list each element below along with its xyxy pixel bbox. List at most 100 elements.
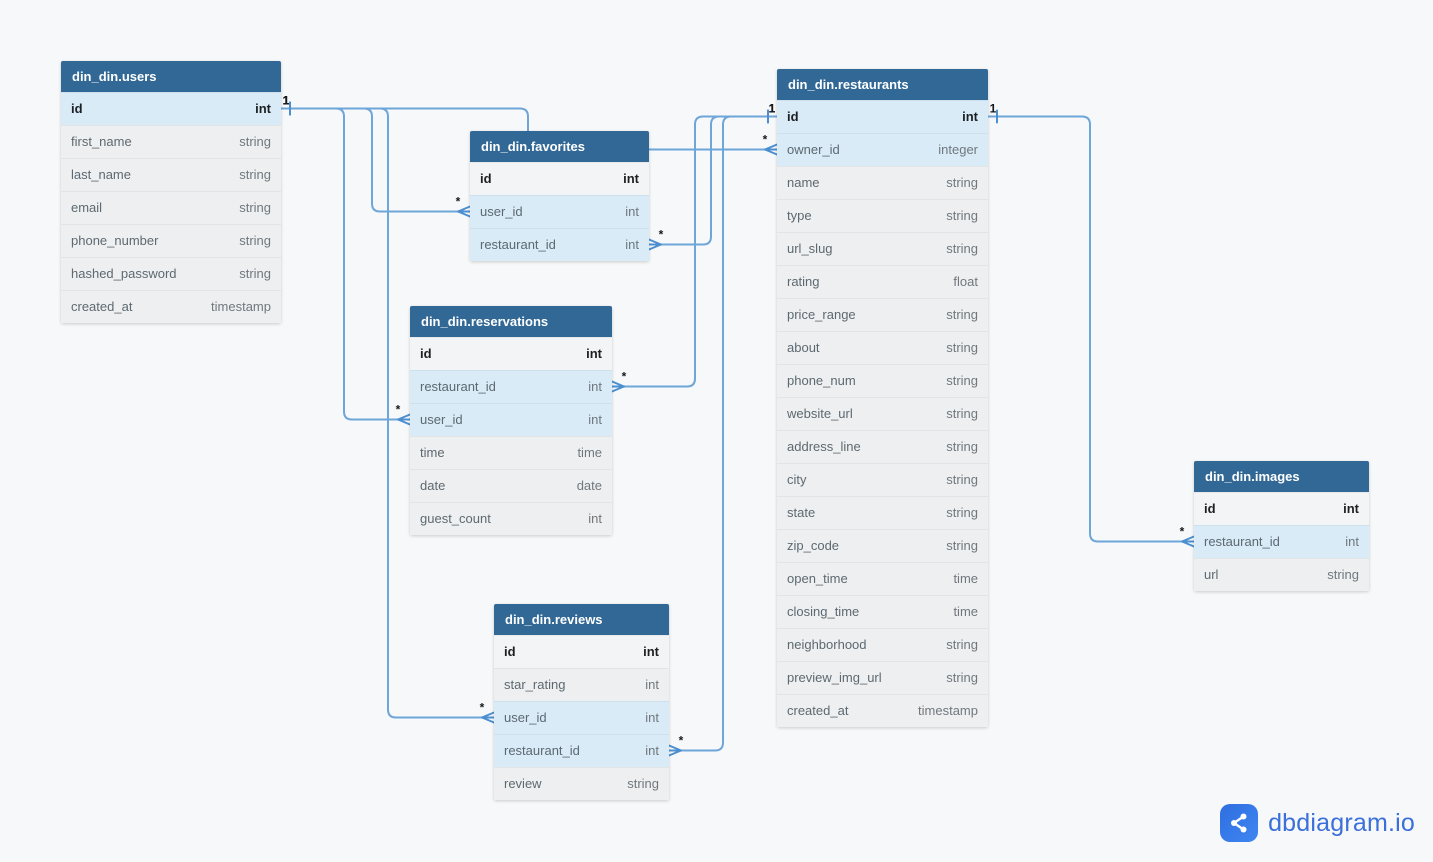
relationship-line-users.id-reservations.user_id[interactable] (281, 107, 410, 421)
field-name: restaurant_id (504, 743, 580, 758)
table-header-restaurants[interactable]: din_din.restaurants (777, 69, 988, 100)
field-type: string (946, 307, 978, 322)
table-header-images[interactable]: din_din.images (1194, 461, 1369, 492)
field-name: url_slug (787, 241, 833, 256)
field-type: string (239, 134, 271, 149)
table-header-reviews[interactable]: din_din.reviews (494, 604, 669, 635)
relationship-line-restaurants.id-reviews.restaurant_id[interactable] (669, 115, 777, 752)
field-type: int (255, 101, 271, 116)
table-header-users[interactable]: din_din.users (61, 61, 281, 92)
field-name: email (71, 200, 103, 215)
dbdiagram-logo[interactable]: dbdiagram.io (1220, 804, 1415, 842)
one-label: 1 (283, 94, 290, 108)
relationship-line-restaurants.id-images.restaurant_id[interactable] (988, 115, 1194, 543)
field-name: restaurant_id (420, 379, 496, 394)
field-name: preview_img_url (787, 670, 882, 685)
field-row-restaurants-url_slug[interactable]: url_slug string (777, 232, 988, 265)
field-name: guest_count (420, 511, 491, 526)
field-name: user_id (504, 710, 547, 725)
field-type: string (946, 241, 978, 256)
field-name: user_id (420, 412, 463, 427)
relationship-line-restaurants.id-reservations.restaurant_id[interactable] (612, 115, 777, 388)
field-type: time (953, 604, 978, 619)
field-type: string (946, 505, 978, 520)
field-name: id (504, 644, 516, 659)
field-type: int (588, 511, 602, 526)
field-name: last_name (71, 167, 131, 182)
field-type: string (946, 472, 978, 487)
many-marker: * (763, 133, 778, 156)
field-type: time (577, 445, 602, 460)
relationship-line-restaurants.id-favorites.restaurant_id[interactable] (649, 115, 777, 246)
table-header-favorites[interactable]: din_din.favorites (470, 131, 649, 162)
field-name: review (504, 776, 542, 791)
field-type: string (946, 670, 978, 685)
field-type: int (645, 710, 659, 725)
field-row-restaurants-preview_img_url[interactable]: preview_img_url string (777, 661, 988, 694)
field-type: int (588, 379, 602, 394)
many-label: * (622, 370, 627, 384)
field-name: city (787, 472, 807, 487)
many-label: * (480, 701, 485, 715)
field-row-reservations-restaurant_id[interactable]: restaurant_id int (410, 370, 612, 403)
table-header-reservations[interactable]: din_din.reservations (410, 306, 612, 337)
relationship-line-users.id-favorites.user_id[interactable] (281, 107, 470, 213)
field-name: user_id (480, 204, 523, 219)
many-marker: * (611, 370, 627, 393)
field-name: phone_num (787, 373, 856, 388)
field-row-reservations-guest_count[interactable]: guest_count int (410, 502, 612, 535)
many-marker: * (1180, 525, 1195, 548)
one-marker: 1 (283, 94, 291, 116)
field-type: integer (938, 142, 978, 157)
many-marker: * (648, 228, 664, 251)
field-row-restaurants-city[interactable]: city string (777, 463, 988, 496)
field-name: id (1204, 501, 1216, 516)
field-row-reviews-user_id[interactable]: user_id int (494, 701, 669, 734)
field-name: rating (787, 274, 820, 289)
